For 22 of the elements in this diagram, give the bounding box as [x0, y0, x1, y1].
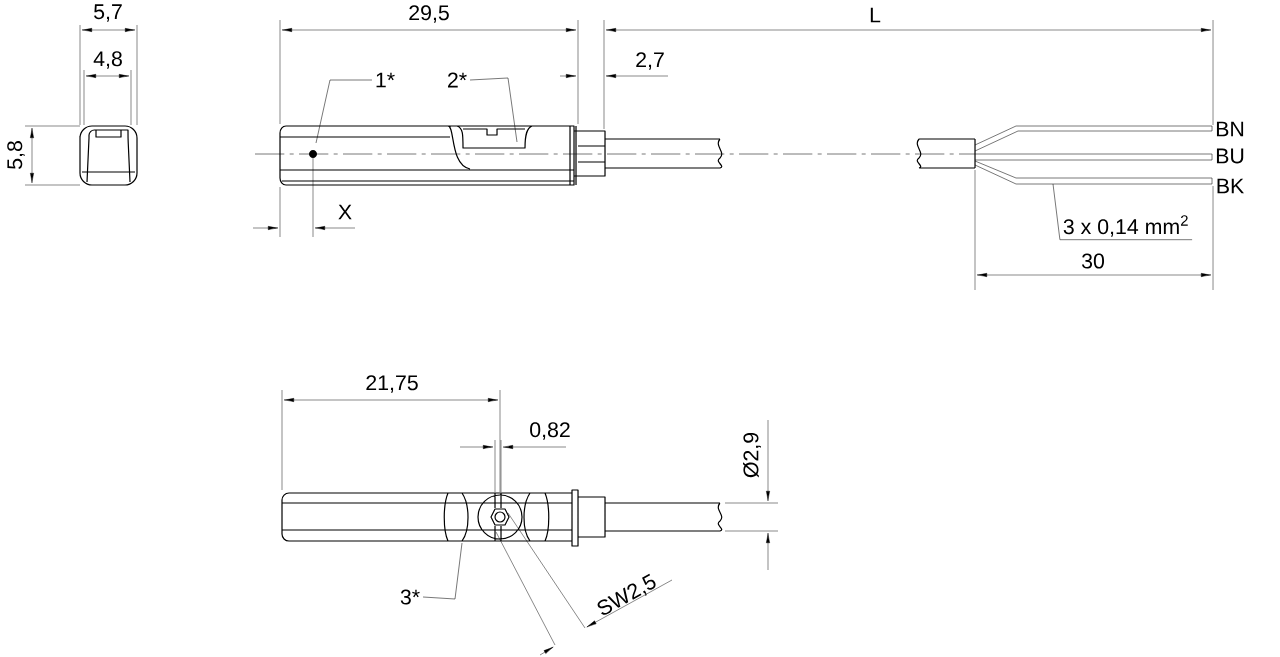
dimension-label: L	[870, 7, 881, 23]
dimension-label: 5,7	[94, 4, 122, 22]
wire-color-label: BU	[1216, 148, 1244, 164]
leader-line	[315, 79, 373, 144]
leader-line	[469, 77, 518, 143]
callout-number: 1*	[376, 72, 395, 88]
dimension-label: 21,75	[366, 375, 418, 393]
dimension-label: 4,8	[93, 51, 122, 69]
dimension-label: Ø2,9	[743, 432, 761, 478]
dimension-label: 30	[1081, 253, 1105, 269]
callout-number: 2*	[448, 72, 467, 88]
dimension-label: 2,7	[636, 52, 664, 70]
cable-spec-label: 3 x 0,14 mm$^{2}$	[1063, 215, 1188, 237]
dimension-label: 0,82	[530, 422, 570, 440]
leader-line	[1052, 183, 1193, 240]
callout-number: 3*	[400, 589, 420, 605]
wire-color-label: BK	[1217, 178, 1244, 194]
dimension-label: X	[338, 204, 352, 220]
dimension-label: 5,8	[7, 141, 25, 169]
wire-color-label: BN	[1216, 121, 1244, 137]
leader-line	[422, 542, 463, 600]
dimension-label: 29,5	[409, 5, 449, 23]
